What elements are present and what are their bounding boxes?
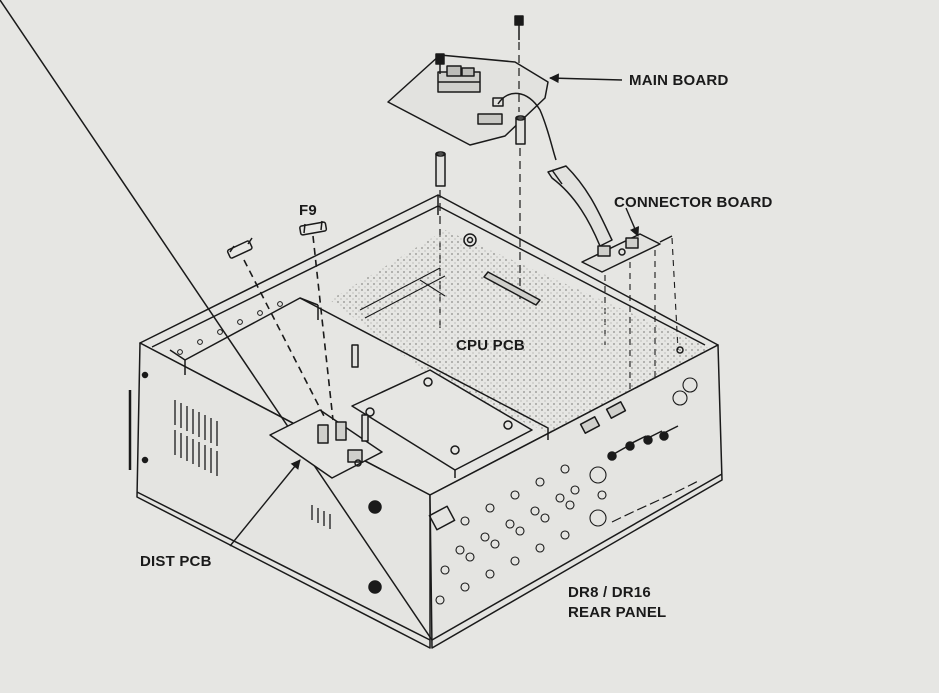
fuses xyxy=(226,220,334,421)
chassis xyxy=(0,0,723,649)
dist-pcb xyxy=(269,344,383,479)
connector-board xyxy=(581,233,679,400)
cpu-pcb xyxy=(351,369,533,478)
main-board xyxy=(387,15,557,161)
standoffs xyxy=(435,115,526,187)
label-fuse-f9: F9 xyxy=(299,202,317,219)
label-rear-panel: REAR PANEL xyxy=(568,604,667,621)
label-cpu-pcb: CPU PCB xyxy=(456,337,525,354)
label-main-board: MAIN BOARD xyxy=(629,72,729,89)
label-rear-panel-model: DR8 / DR16 xyxy=(568,584,651,601)
label-connector-board: CONNECTOR BOARD xyxy=(614,194,773,211)
ribbon-cable xyxy=(547,165,613,247)
label-dist-pcb: DIST PCB xyxy=(140,553,212,570)
rear-panel-screws xyxy=(607,425,679,461)
leader-lines xyxy=(229,73,640,547)
